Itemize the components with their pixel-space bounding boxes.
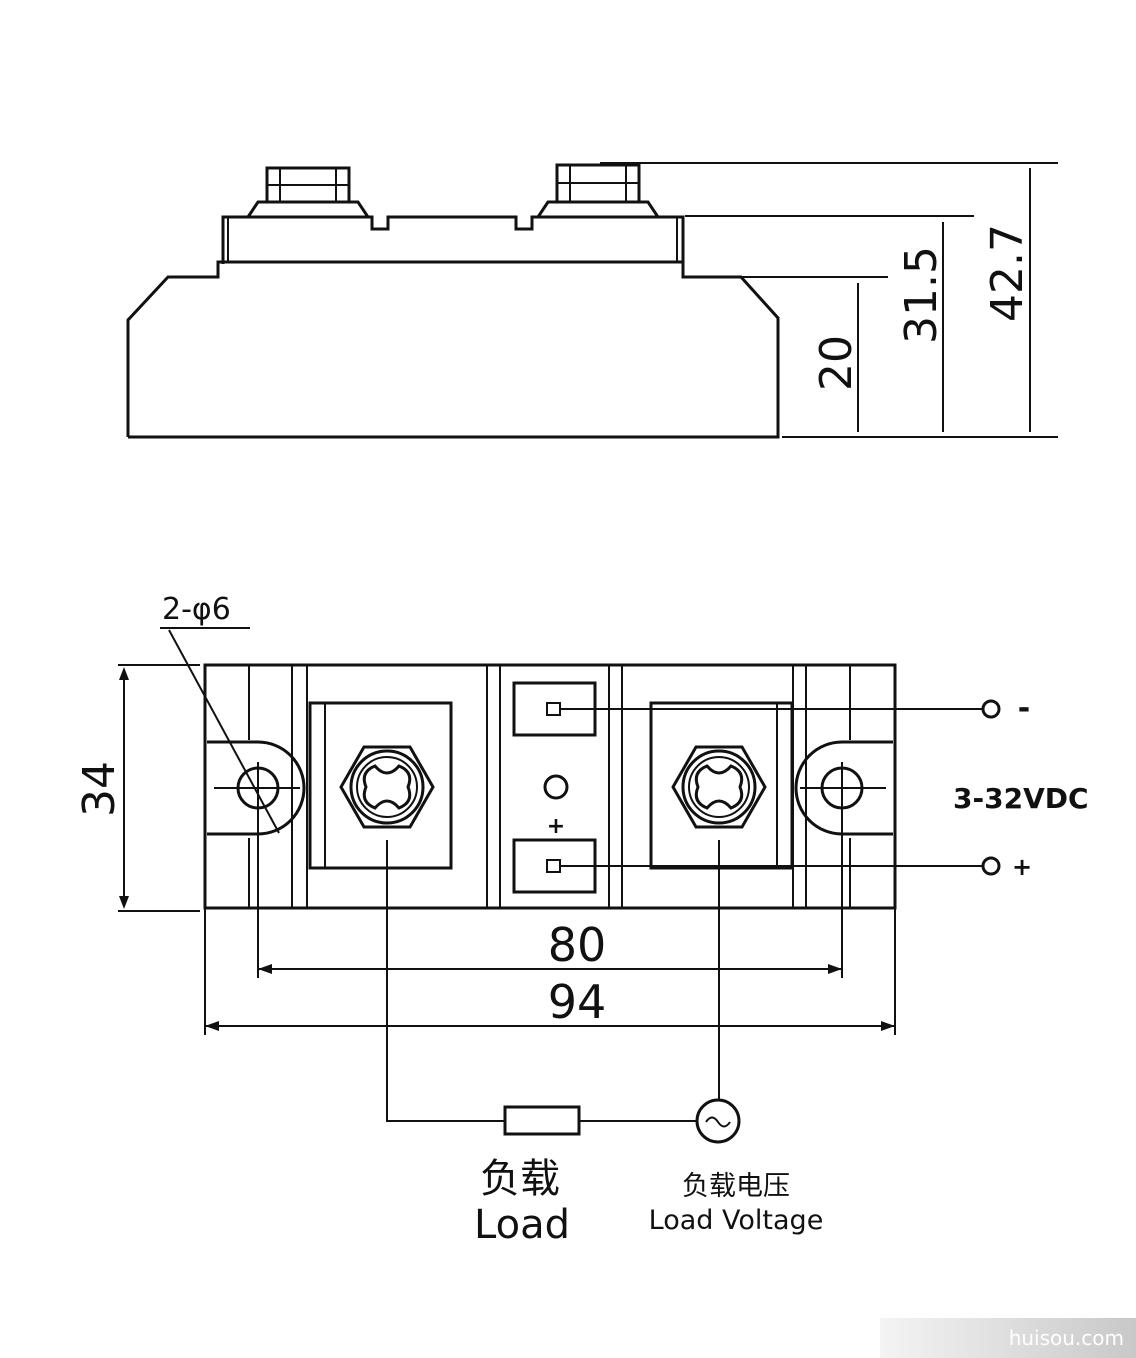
dim-base-height: 20 [811,335,862,391]
dim-total-length: 94 [548,975,607,1029]
right-mounting-hole [794,740,893,836]
side-view-upper-body [221,215,685,264]
load-label-cn: 负载 [480,1156,560,1202]
top-view: + - + 3-32VDC 2-φ6 34 80 94 [74,592,1089,1248]
dim-total-height: 42.7 [982,224,1033,322]
right-power-terminal [649,701,794,870]
polarity-plus-mark: + [547,814,565,839]
side-view-base-outline [126,260,780,439]
left-power-terminal [308,701,453,870]
side-view: 20 31.5 42.7 [126,162,1058,439]
top-view-body [203,663,897,910]
watermark: huisou.com [880,1318,1136,1358]
hole-callout-label: 2-φ6 [162,592,231,627]
side-view-left-terminal [245,166,371,219]
load-circuit [386,840,741,1144]
dim-width: 34 [74,761,125,817]
load-voltage-label-en: Load Voltage [649,1205,824,1236]
side-view-right-terminal [535,163,661,219]
load-resistor [503,1105,581,1136]
load-label-en: Load [474,1202,570,1248]
load-voltage-label-cn: 负载电压 [682,1171,790,1202]
control-minus-terminal-point [981,699,1001,719]
control-voltage-label: 3-32VDC [953,782,1089,815]
indicator-led [543,774,569,800]
dim-hole-spacing: 80 [548,918,607,972]
dim-body-height: 31.5 [896,246,947,344]
control-plus-label: + [1012,853,1032,881]
control-plus-terminal-point [981,856,1001,876]
control-minus-label: - [1018,691,1030,726]
